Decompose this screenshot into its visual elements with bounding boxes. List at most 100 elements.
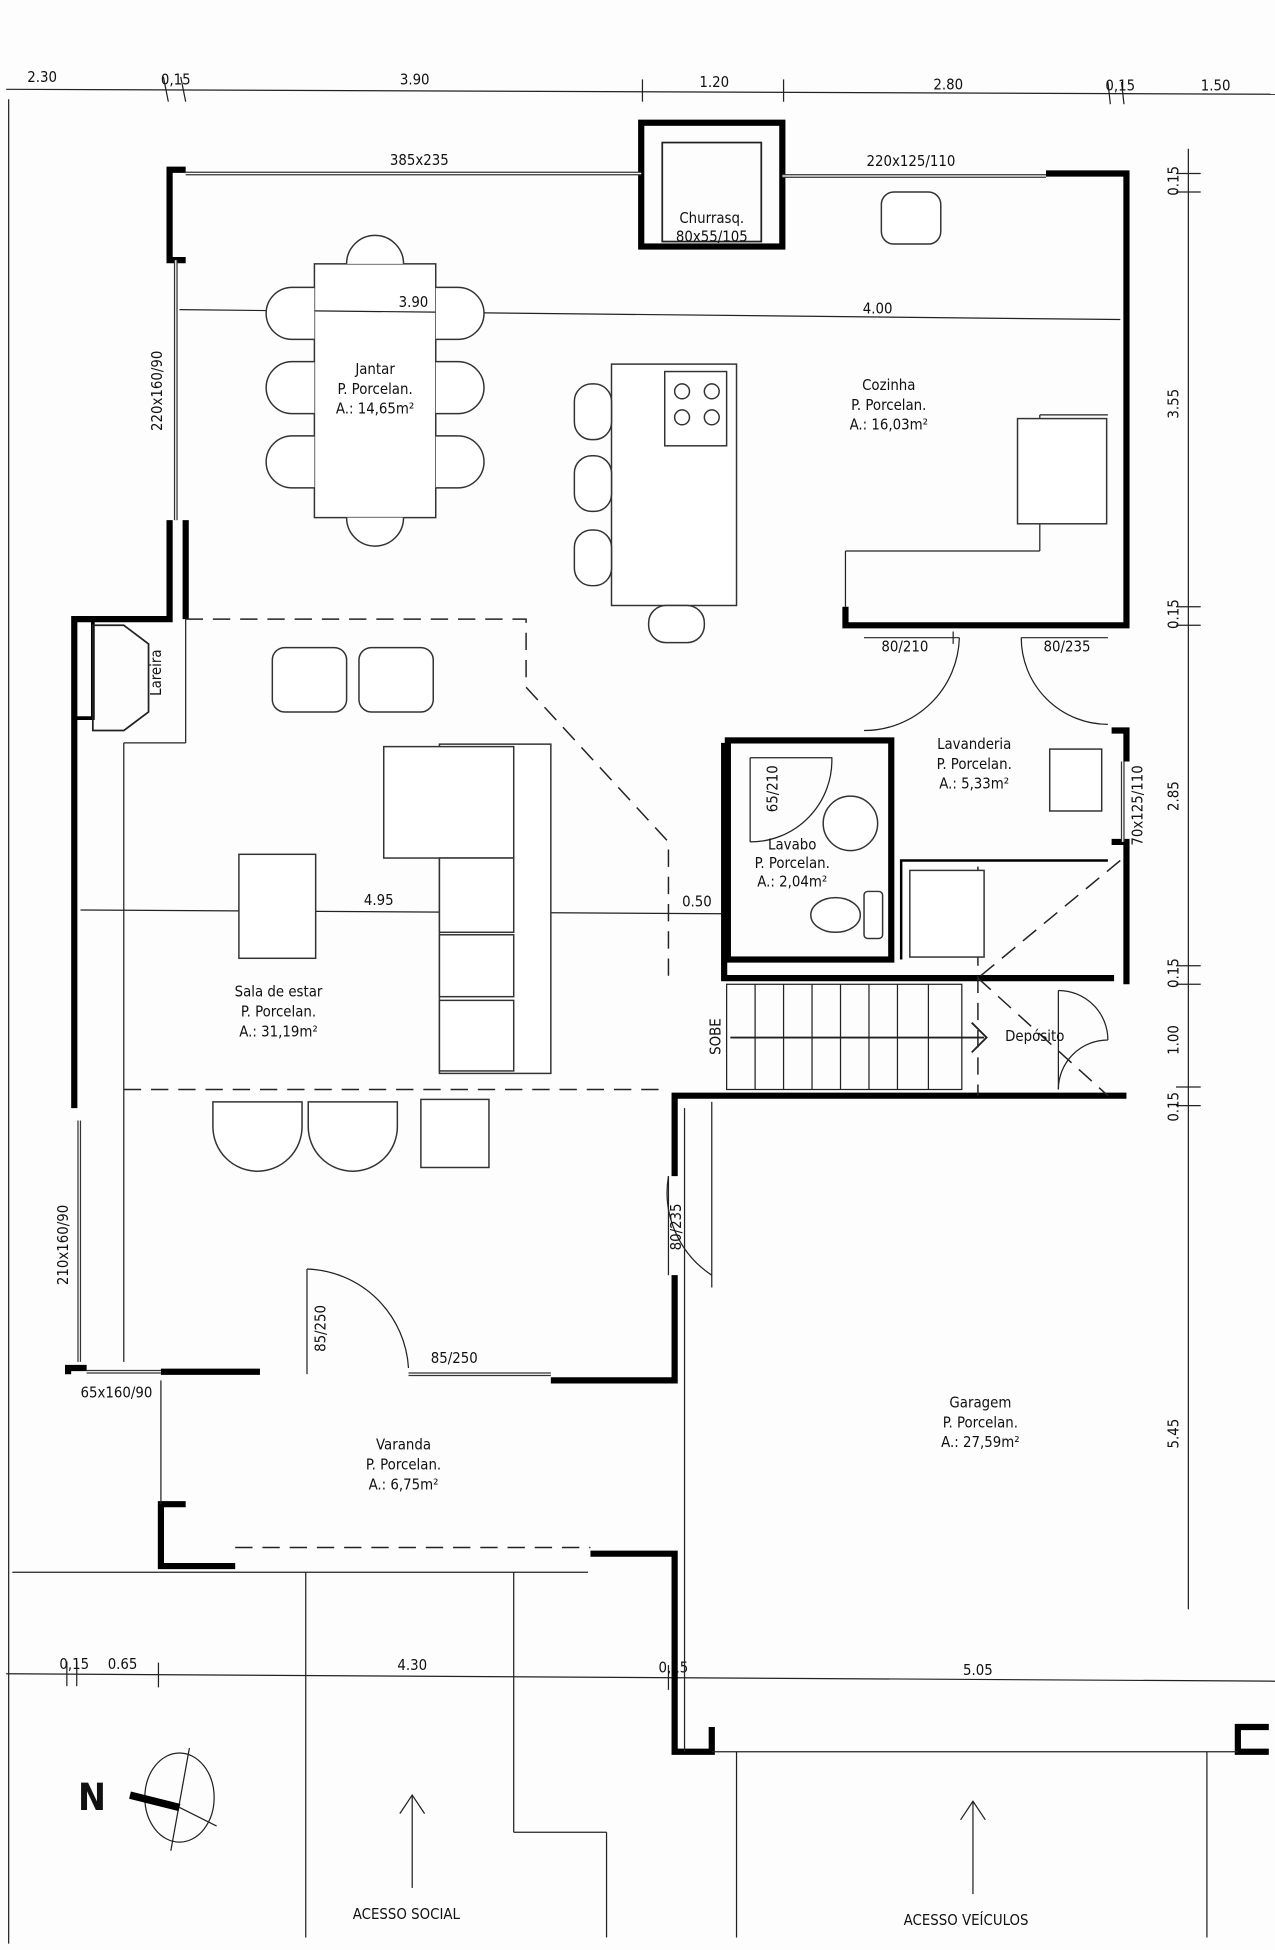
doors[interactable] [306,631,1109,1375]
dim-right-3: 2.85 [1164,781,1182,811]
room-area: A.: 6,75m² [369,1475,439,1493]
toilet [810,896,862,934]
garage-door[interactable] [666,1176,713,1276]
label-kitchen-door-2: 80/235 [1044,637,1091,655]
room-name: Varanda [376,1436,431,1454]
room-area: A.: 16,03m² [850,416,928,434]
room-floor: P. Porcelan. [755,854,830,872]
furniture [212,191,1108,1172]
sobe-label: SOBE [706,1018,724,1055]
sofa [382,743,552,1075]
interior-dimension-labels: 3.90 4.00 4.95 0.50 [364,293,893,910]
dim-bottom-4: 5.05 [963,1661,993,1679]
dim-right-6: 0.15 [1164,1092,1182,1122]
armchair-2 [307,1101,399,1172]
room-area: A.: 5,33m² [939,775,1009,793]
room-floor: P. Porcelan. [851,396,926,414]
room-name: Cozinha [862,376,915,394]
dim-top-6: 1.50 [1201,77,1231,95]
kitchen-island [573,363,738,644]
dim-top-0: 2.30 [27,68,57,86]
fridge [1016,417,1108,525]
dim-right-5: 1.00 [1164,1025,1182,1055]
toilet-tank [863,890,884,940]
coffee-table [238,853,317,960]
acesso-social-label: ACESSO SOCIAL [353,1905,461,1923]
armchair-1 [212,1101,303,1172]
dining-table [265,234,485,547]
dim-hall-width: 0.50 [682,892,712,910]
dim-top-3: 1.20 [699,73,729,91]
dim-bottom-0: 0,15 [59,1655,89,1673]
washing-machine [909,869,985,958]
dashed-lines [123,618,1121,1549]
dim-top-1: 0,15 [161,70,191,88]
dim-kitchen-width: 4.00 [863,299,893,317]
room-sala-de-estar: Sala de estar P. Porcelan. A.: 31,19m² [235,983,323,1041]
kitchen-door-1[interactable] [864,631,960,732]
staircase [726,983,988,1091]
room-lavabo: Lavabo P. Porcelan. A.: 2,04m² [755,835,830,890]
room-name: Sala de estar [235,983,323,1001]
dim-living-width: 4.95 [364,891,394,909]
label-garage-door: 80/235 [667,1203,685,1250]
north-arrow: N [78,1747,217,1851]
dim-right-7: 5.45 [1164,1419,1182,1449]
churrasq-label: Churrasq. [679,209,744,227]
room-varanda: Varanda P. Porcelan. A.: 6,75m² [366,1436,441,1494]
room-jantar: Jantar P. Porcelan. A.: 14,65m² [336,360,414,418]
room-name: Lavanderia [937,735,1011,753]
room-area: A.: 27,59m² [941,1433,1019,1451]
dim-dining-width: 3.90 [399,293,429,311]
room-name: Garagem [949,1394,1011,1412]
room-floor: P. Porcelan. [943,1413,1018,1431]
room-name: Lavabo [768,835,816,853]
windows[interactable] [77,171,1125,1377]
room-name: Jantar [354,360,395,378]
label-kitchen-door-1: 80/210 [881,637,928,655]
ottoman-2 [358,646,434,713]
deposito-label: Depósito [1005,1027,1064,1045]
arrow-up-icon [399,1793,426,1814]
lavabo-door[interactable] [749,757,833,843]
label-front-door: 85/250 [431,1349,478,1367]
room-area: A.: 14,65m² [336,400,414,418]
side-table [420,1098,490,1169]
label-220x125: 220x125/110 [867,152,956,170]
label-lavabo-door: 65/210 [763,765,781,812]
dim-right-2: 0.15 [1164,599,1182,629]
dim-bottom-2: 4.30 [397,1656,427,1674]
room-area: A.: 2,04m² [757,872,827,890]
churrasq-size: 80x55/105 [676,228,748,246]
misc-labels: Churrasq. 80x55/105 Lareira SOBE Depósit… [147,209,1064,1929]
dim-top-2: 3.90 [400,70,430,88]
lavabo-sink [822,795,879,852]
entry-door[interactable] [306,1268,410,1375]
dimension-lines: 2.30 0,15 3.90 1.20 2.80 0,15 1.50 0,15 … [6,68,1275,1944]
label-385x235: 385x235 [390,151,449,169]
room-labels: Jantar P. Porcelan. A.: 14,65m² Cozinha … [235,360,1020,1493]
label-70x125: 70x125/110 [1129,765,1147,845]
deposito-door[interactable] [1057,989,1109,1090]
opening-labels: 385x235 220x125/110 220x160/90 210x160/9… [54,151,1146,1402]
dim-right-1: 3.55 [1164,389,1182,419]
room-garagem: Garagem P. Porcelan. A.: 27,59m² [941,1394,1019,1452]
site-lines [12,1571,1208,1938]
room-cozinha: Cozinha P. Porcelan. A.: 16,03m² [850,376,928,434]
room-floor: P. Porcelan. [337,380,412,398]
kitchen-door-2[interactable] [1020,637,1108,725]
lareira-label: Lareira [147,649,165,695]
kitchen-sink [880,191,942,245]
label-220x160: 220x160/90 [148,351,166,431]
room-area: A.: 31,19m² [239,1022,317,1040]
dim-bottom-1: 0.65 [108,1655,138,1673]
laundry-tank [1048,748,1103,812]
ottoman-1 [271,646,348,713]
dim-top-4: 2.80 [933,75,963,93]
label-65x160: 65x160/90 [80,1384,152,1402]
dim-right-0: 0.15 [1164,166,1182,196]
acesso-veiculos-label: ACESSO VEÍCULOS [904,1911,1029,1929]
room-lavanderia: Lavanderia P. Porcelan. A.: 5,33m² [937,735,1012,793]
dim-top-5: 0,15 [1105,77,1135,95]
